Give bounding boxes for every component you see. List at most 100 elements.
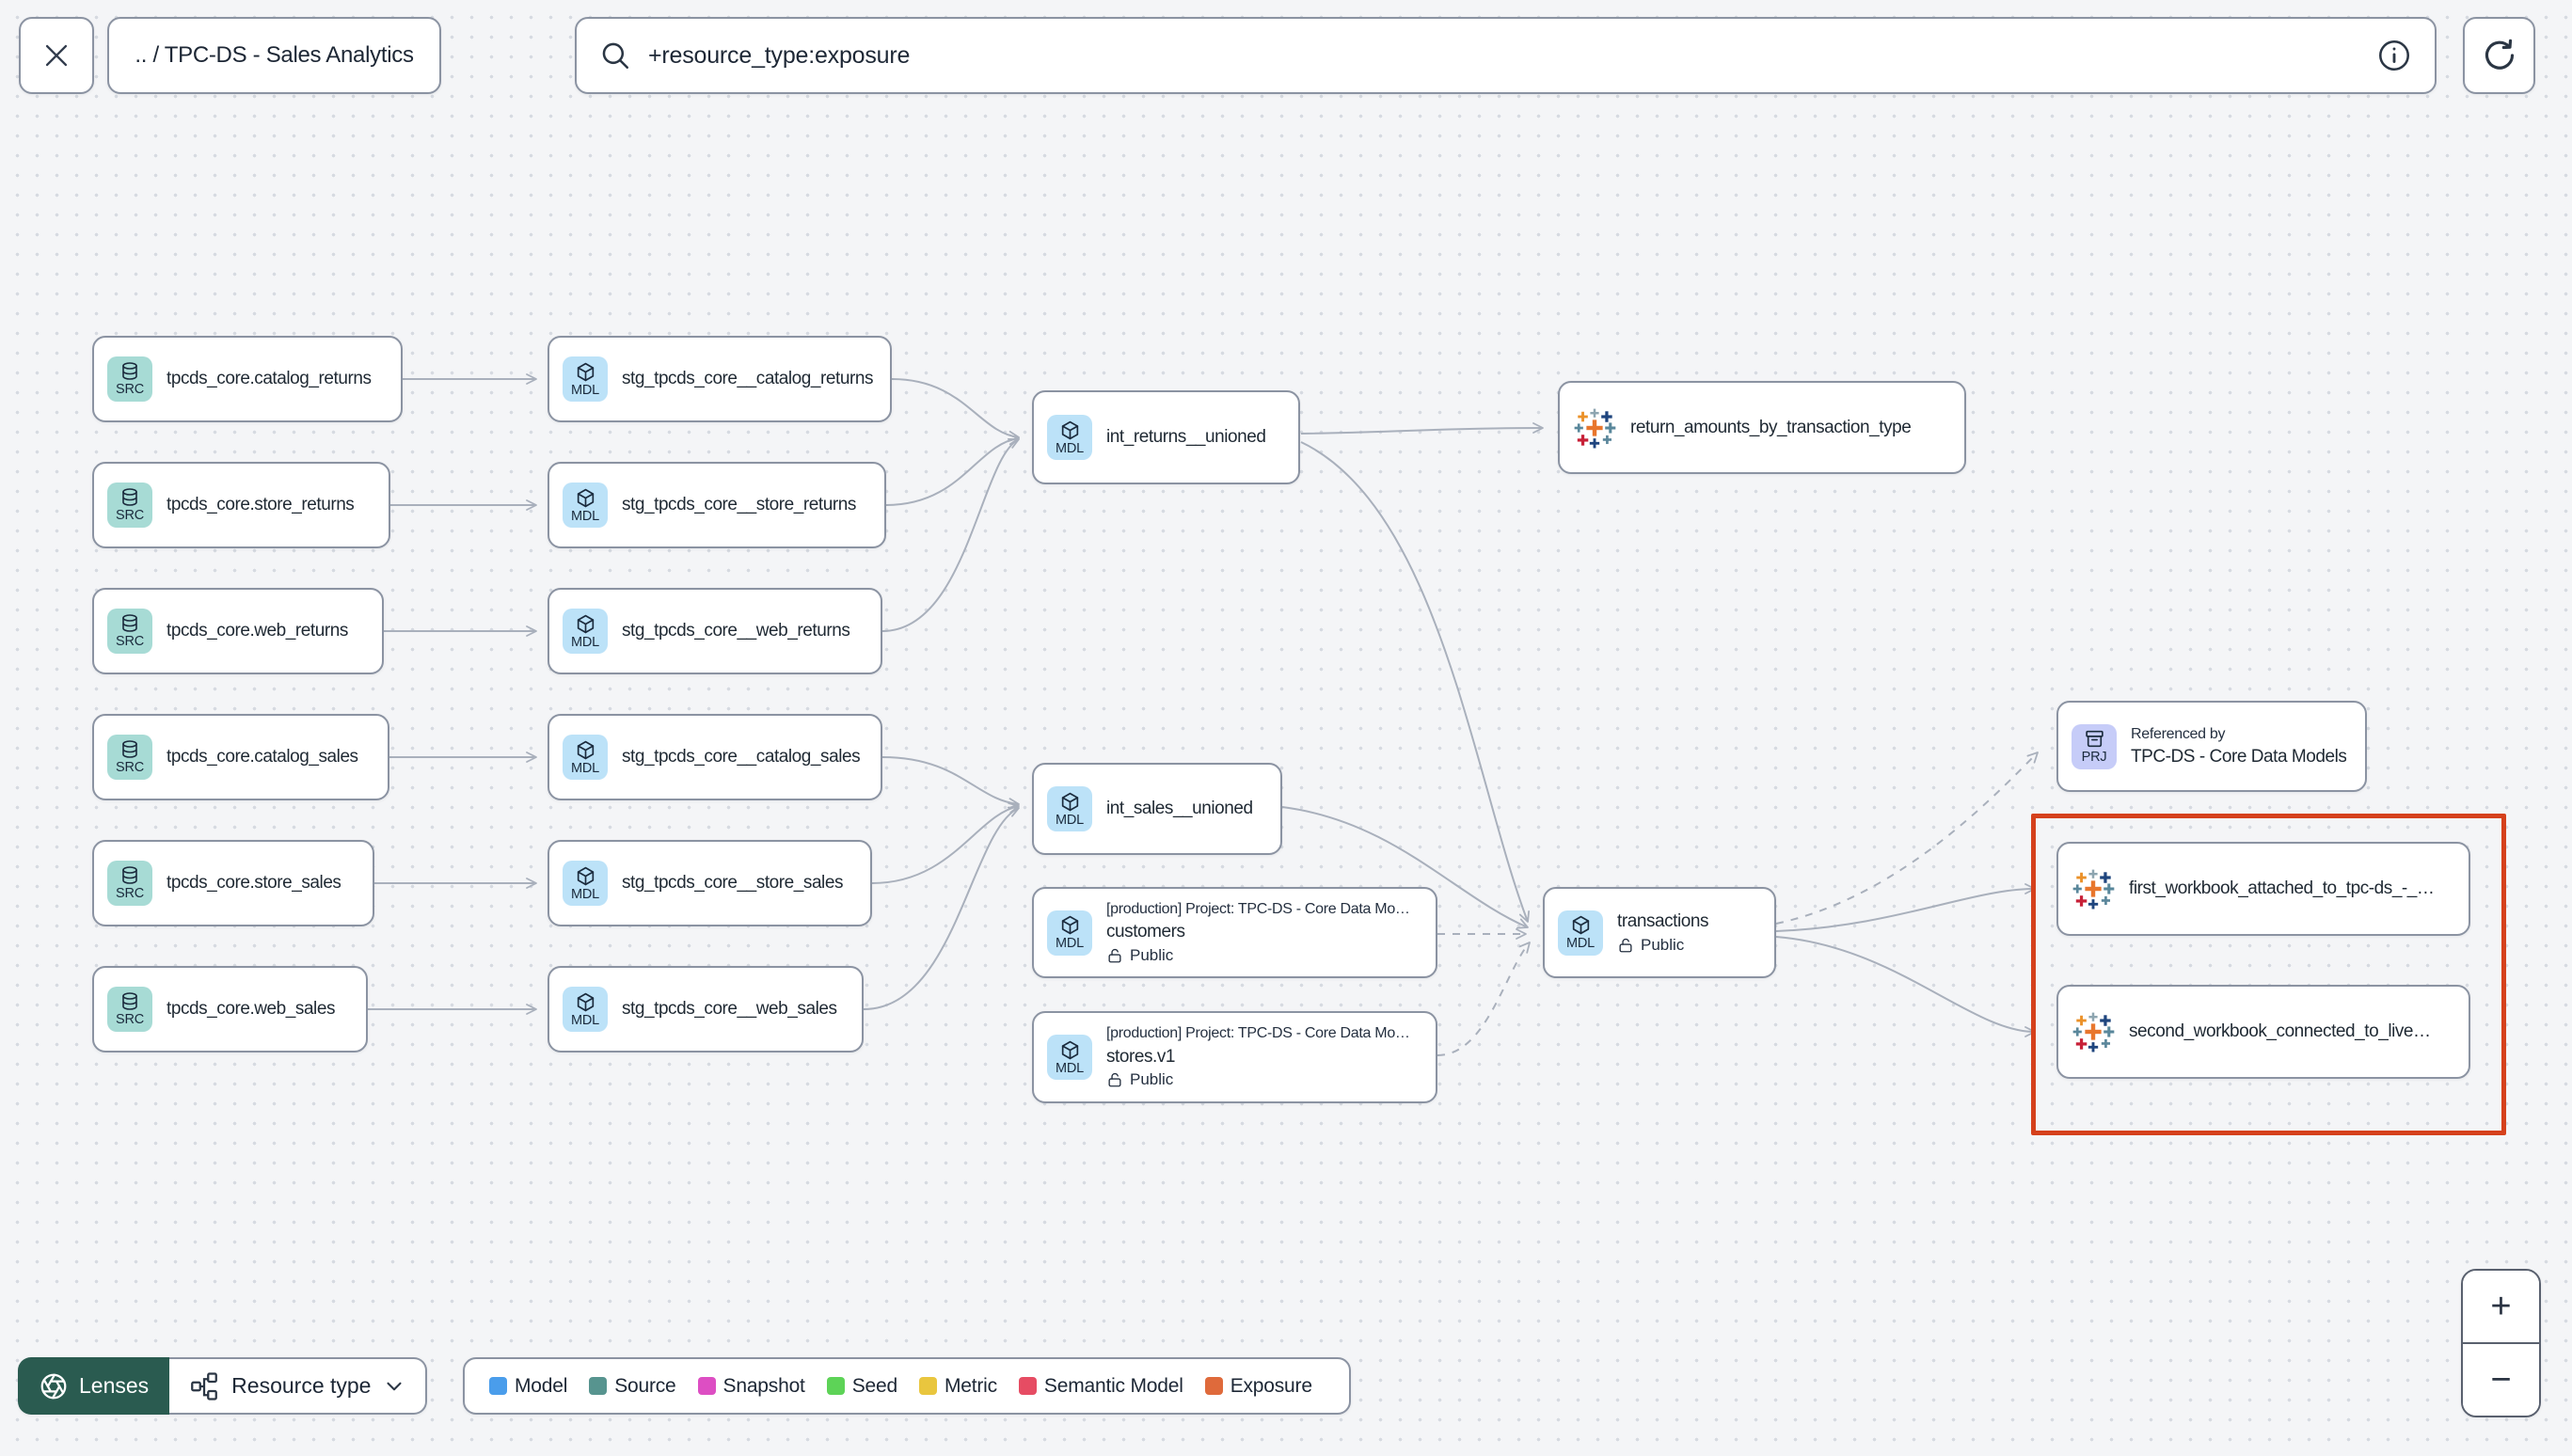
node-text: int_sales__unioned [1106, 798, 1253, 820]
chip-label: SRC [115, 634, 144, 650]
node-int-sales-unioned[interactable]: MDL int_sales__unioned [1032, 763, 1282, 855]
lock-open-icon [1106, 1071, 1123, 1088]
node-text: second_workbook_connected_to_live… [2129, 1021, 2431, 1043]
chip-label: PRJ [2081, 750, 2107, 766]
src-chip: SRC [107, 861, 152, 906]
node-exp-return-amounts[interactable]: return_amounts_by_transaction_type [1558, 381, 1966, 474]
cube-icon [575, 739, 596, 761]
legend-label: Seed [851, 1374, 897, 1397]
lineage-edge-8 [881, 438, 1020, 632]
node-text: return_amounts_by_transaction_type [1630, 417, 1911, 439]
node-stg-web-sales[interactable]: MDL stg_tpcds_core__web_sales [548, 966, 864, 1052]
node-title: tpcds_core.store_sales [167, 873, 341, 894]
src-chip: SRC [107, 987, 152, 1032]
refresh-button[interactable] [2463, 17, 2535, 94]
lenses-control: Lenses Resource type [18, 1357, 428, 1415]
lenses-label: Lenses [79, 1373, 150, 1398]
zoom-in-button[interactable]: + [2463, 1271, 2539, 1344]
legend-item-semantic-model: Semantic Model [1018, 1374, 1183, 1398]
node-text: stg_tpcds_core__web_sales [622, 998, 837, 1021]
node-customers[interactable]: MDL [production] Project: TPC-DS - Core D… [1032, 887, 1437, 978]
node-title: int_returns__unioned [1106, 427, 1266, 448]
resource-type-dropdown[interactable]: Resource type [169, 1357, 428, 1415]
node-title: stores.v1 [1106, 1046, 1176, 1067]
node-visibility: Public [1106, 1070, 1410, 1089]
cube-icon [575, 487, 596, 509]
node-title: TPC-DS - Core Data Models [2131, 746, 2347, 767]
mdl-chip: MDL [1047, 786, 1092, 831]
breadcrumb[interactable]: .. / TPC-DS - Sales Analytics [107, 17, 441, 94]
database-icon [119, 865, 140, 886]
src-chip: SRC [107, 735, 152, 780]
node-exp-second-workbook[interactable]: second_workbook_connected_to_live… [2056, 985, 2470, 1079]
cube-icon [1059, 419, 1081, 441]
database-icon [119, 361, 140, 382]
chip-label: MDL [1565, 936, 1595, 952]
node-text: tpcds_core.store_sales [167, 872, 341, 894]
mdl-chip: MDL [563, 987, 608, 1032]
node-text: first_workbook_attached_to_tpc-ds_-_… [2129, 878, 2434, 900]
lineage-edge-9 [881, 756, 1020, 809]
refresh-icon [2485, 39, 2514, 70]
lineage-edge-18 [1775, 883, 2036, 932]
lineage-edge-7 [885, 434, 1020, 506]
mdl-chip: MDL [1047, 1035, 1092, 1080]
search-bar[interactable] [575, 17, 2437, 94]
search-input[interactable] [646, 40, 2361, 71]
legend-item-metric: Metric [918, 1374, 997, 1398]
cube-icon [575, 361, 596, 383]
legend-color-chip [1204, 1377, 1223, 1395]
search-icon [602, 42, 629, 70]
lineage-edge-11 [863, 806, 1020, 1010]
node-stg-store-sales[interactable]: MDL stg_tpcds_core__store_sales [548, 840, 872, 926]
legend-item-source: Source [589, 1375, 676, 1398]
node-text: tpcds_core.catalog_returns [167, 368, 372, 390]
legend-label: Metric [944, 1374, 997, 1397]
aperture-icon [40, 1373, 67, 1399]
lenses-button[interactable]: Lenses [18, 1357, 170, 1415]
chip-label: SRC [115, 760, 144, 776]
node-stores-v1[interactable]: MDL [production] Project: TPC-DS - Core D… [1032, 1011, 1437, 1103]
node-text: transactions Public [1617, 910, 1708, 955]
node-title: return_amounts_by_transaction_type [1630, 417, 1912, 437]
lineage-edge-14 [1281, 806, 1529, 929]
lineage-edge-19 [1775, 936, 2036, 1037]
node-src-store-sales[interactable]: SRC tpcds_core.store_sales [92, 840, 374, 926]
breadcrumb-label: .. / TPC-DS - Sales Analytics [135, 42, 414, 68]
database-icon [119, 613, 140, 634]
node-pretitle: [production] Project: TPC-DS - Core Data… [1106, 1025, 1410, 1042]
close-icon [45, 44, 68, 67]
node-title: tpcds_core.catalog_sales [167, 747, 358, 768]
close-button[interactable] [19, 17, 94, 94]
info-icon[interactable] [2376, 38, 2412, 73]
node-text: stg_tpcds_core__store_sales [622, 872, 843, 894]
node-exp-first-workbook[interactable]: first_workbook_attached_to_tpc-ds_-_… [2056, 842, 2470, 936]
zoom-out-button[interactable]: − [2463, 1344, 2539, 1416]
mdl-chip: MDL [1047, 910, 1092, 956]
lineage-edge-10 [871, 802, 1020, 884]
node-text: [production] Project: TPC-DS - Core Data… [1106, 1024, 1410, 1089]
node-prj-referenced[interactable]: PRJ Referenced by TPC-DS - Core Data Model… [2056, 701, 2367, 792]
legend-label: Semantic Model [1043, 1374, 1183, 1397]
node-pretitle: Referenced by [2131, 725, 2226, 742]
legend-label: Snapshot [722, 1374, 805, 1397]
node-transactions[interactable]: MDL transactions Public [1543, 887, 1776, 978]
chip-label: MDL [570, 382, 599, 398]
node-pretitle: [production] Project: TPC-DS - Core Data… [1106, 900, 1410, 917]
lineage-edge-17 [1775, 752, 2039, 925]
chip-label: SRC [115, 1012, 144, 1028]
mdl-chip: MDL [563, 861, 608, 906]
mdl-chip: MDL [563, 735, 608, 780]
chip-label: MDL [570, 886, 599, 902]
node-src-catalog-sales[interactable]: SRC tpcds_core.catalog_sales [92, 714, 389, 800]
